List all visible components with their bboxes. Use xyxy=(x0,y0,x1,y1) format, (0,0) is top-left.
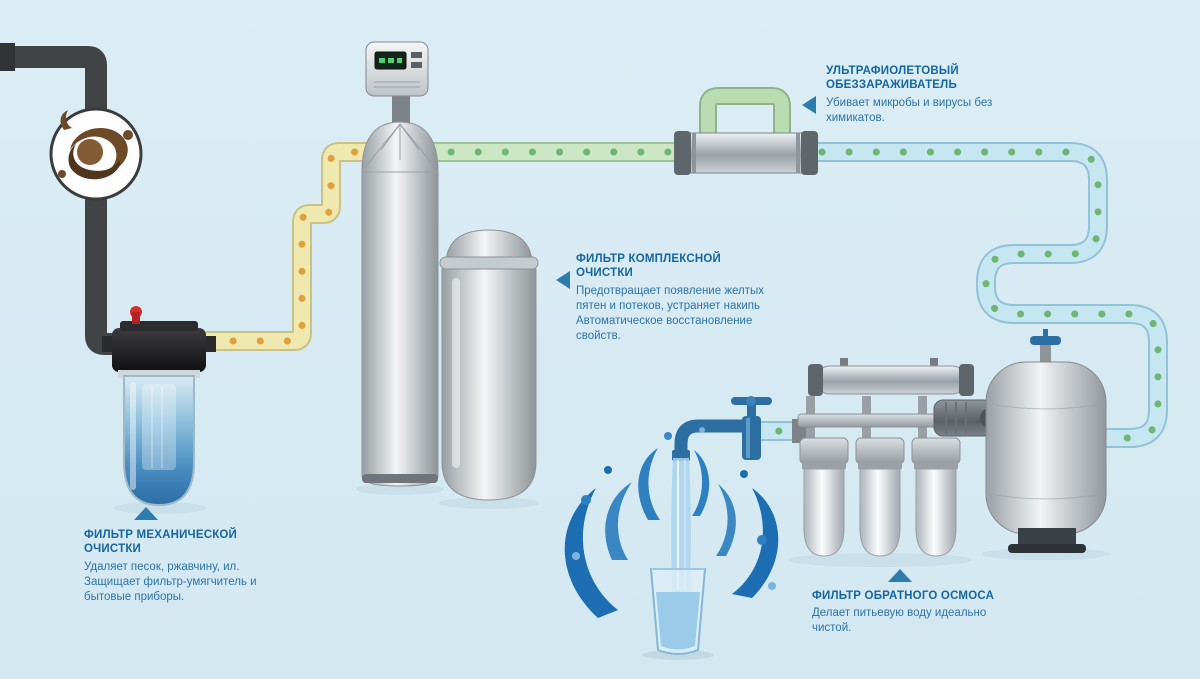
ro-filter-housings xyxy=(799,437,961,557)
osmosis-pointer-icon xyxy=(888,569,912,582)
label-complex-filter-description: Предотвращает появление желтых пятен и п… xyxy=(576,284,765,342)
pipe-coupling xyxy=(0,43,15,71)
label-uv: УЛЬТРАФИОЛЕТОВЫЙ ОБЕЗЗАРАЖИВАТЕЛЬ Убивае… xyxy=(826,64,1004,126)
label-mechanical-filter-description: Удаляет песок, ржавчину, ил. Защищает фи… xyxy=(84,560,257,603)
tank-valve-handle xyxy=(1030,336,1061,345)
uv-pointer-icon xyxy=(802,96,816,114)
dirty-water-swirl-icon xyxy=(70,128,128,172)
faucet xyxy=(672,396,772,461)
tank-body xyxy=(441,268,537,501)
label-osmosis-filter: ФИЛЬТР ОБРАТНОГО ОСМОСА Делает питьевую … xyxy=(812,589,1027,636)
tank-lid xyxy=(445,229,533,263)
drinking-glass xyxy=(649,568,707,655)
label-complex-filter-title: ФИЛЬТР КОМПЛЕКСНОЙ ОЧИСТКИ xyxy=(576,253,721,280)
filter-cap xyxy=(112,328,206,372)
uv-body xyxy=(675,132,817,174)
label-uv-title: УЛЬТРАФИОЛЕТОВЫЙ ОБЕЗЗАРАЖИВАТЕЛЬ xyxy=(826,65,959,92)
label-mechanical-filter: ФИЛЬТР МЕХАНИЧЕСКОЙ ОЧИСТКИ Удаляет песо… xyxy=(84,528,269,605)
controller-button xyxy=(411,62,422,68)
softener-vessel xyxy=(361,121,439,487)
storage-tank-body xyxy=(985,361,1107,535)
label-uv-description: Убивает микробы и вирусы без химикатов. xyxy=(826,96,993,124)
controller-button xyxy=(411,52,422,58)
complex-pointer-icon xyxy=(556,271,570,289)
ro-membrane xyxy=(808,358,974,396)
faucet-spout xyxy=(674,419,752,452)
uv-sterilizer xyxy=(674,87,818,175)
ro-system xyxy=(792,358,1000,557)
water-splash xyxy=(564,427,779,618)
complex-filter-tank xyxy=(439,229,539,501)
mechanical-pointer-icon xyxy=(134,507,158,520)
label-osmosis-filter-description: Делает питьевую воду идеально чистой. xyxy=(812,607,987,635)
softener-feed-pipe-yellow xyxy=(202,142,376,351)
mechanical-filter xyxy=(102,306,216,507)
label-complex-filter: ФИЛЬТР КОМПЛЕКСНОЙ ОЧИСТКИ Предотвращает… xyxy=(576,252,781,344)
softener-tank xyxy=(361,41,439,487)
label-osmosis-filter-title: ФИЛЬТР ОБРАТНОГО ОСМОСА xyxy=(812,590,995,602)
dirty-water-indicator xyxy=(49,107,143,201)
faucet-body xyxy=(742,416,761,460)
filter-housing xyxy=(123,375,195,507)
label-mechanical-filter-title: ФИЛЬТР МЕХАНИЧЕСКОЙ ОЧИСТКИ xyxy=(84,529,238,556)
storage-tank xyxy=(985,329,1107,553)
softener-controller xyxy=(365,41,429,97)
distribution-pipe-blue xyxy=(810,142,1168,448)
